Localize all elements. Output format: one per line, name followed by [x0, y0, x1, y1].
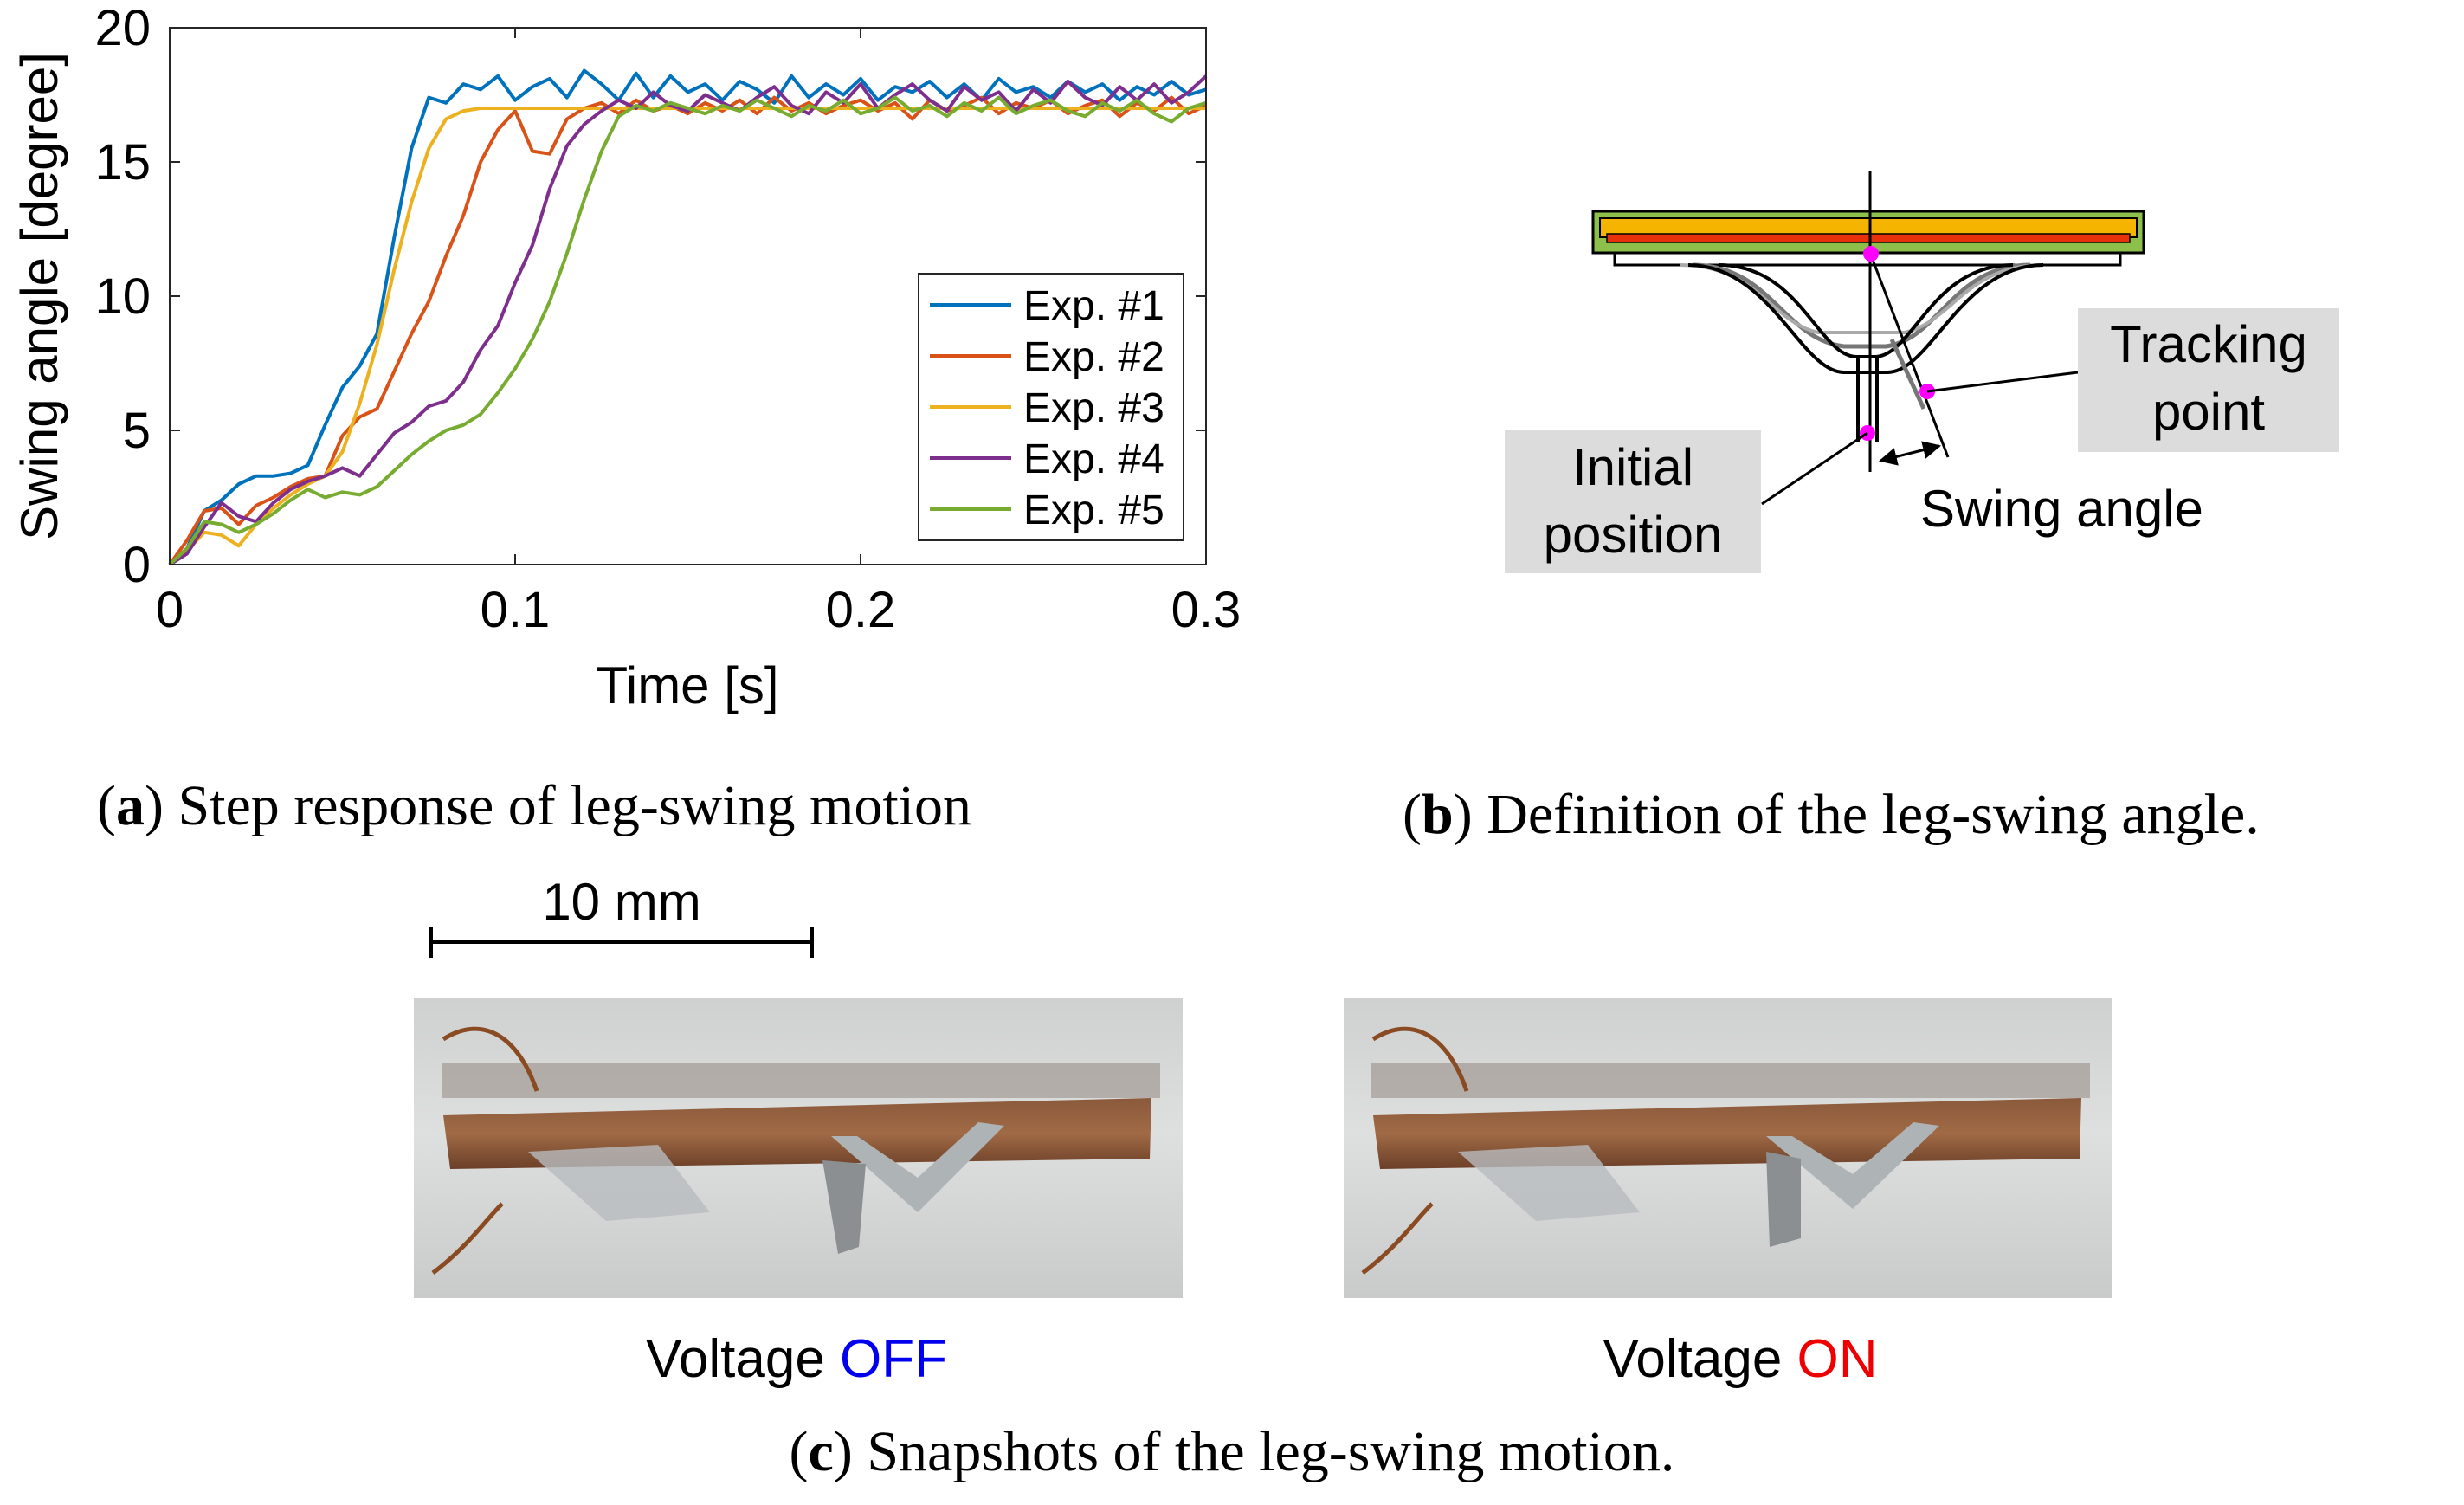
photo-on-left-leg: [1458, 1145, 1640, 1221]
series-line-5: [168, 95, 1207, 566]
x-axis-label: Time [s]: [596, 656, 778, 714]
caption-c-text: Snapshots of the leg-swing motion.: [867, 1420, 1674, 1483]
legend-items: Exp. #1 Exp. #2 Exp. #3 Exp. #4 Exp. #5: [930, 283, 1164, 533]
photo-off-wire-top: [442, 1026, 539, 1092]
caption-a: (a) Step response of leg-swing motion: [97, 774, 971, 837]
y-tick-label: 10: [94, 268, 151, 325]
tracking-point-label: Tracking point: [2110, 315, 2307, 441]
y-tick-label: 20: [94, 0, 151, 56]
legend-label-2: Exp. #2: [1023, 334, 1164, 380]
legend-label-1: Exp. #1: [1023, 283, 1164, 329]
tracking-point-leader: [1926, 371, 2079, 393]
legend-label-5: Exp. #5: [1023, 488, 1164, 533]
photo-on-wire-top: [1371, 1026, 1469, 1092]
caption-b-label: b: [1422, 783, 1454, 846]
caption-a-label: a: [116, 774, 145, 837]
photo-voltage-on: [1344, 998, 2112, 1298]
voltage-on-state: ON: [1797, 1329, 1878, 1389]
initial-position-label: Initial position: [1544, 438, 1723, 564]
x-tick-label: 0.3: [1171, 582, 1242, 638]
leg-curve-initial-outer: [1687, 263, 2044, 374]
legend-label-3: Exp. #3: [1023, 385, 1164, 431]
swung-reference-line: [1868, 252, 1950, 458]
x-tick-label: 0.2: [826, 582, 896, 638]
diagram-panel-b: Tracking point Initial position Swing angl…: [1505, 171, 2339, 573]
photo-on-leg-tip: [1766, 1152, 1801, 1247]
series-line-1: [168, 68, 1207, 566]
x-tick-label: 0.1: [481, 582, 551, 638]
swing-angle-arrow: [1878, 441, 1942, 466]
initial-position-label-box: [1505, 430, 1761, 573]
x-tick-label: 0: [156, 582, 184, 638]
photo-on-wire-bottom: [1361, 1202, 1434, 1275]
tracking-point-label-box: [2078, 308, 2339, 452]
voltage-off-state: OFF: [840, 1329, 947, 1389]
plot-area: [168, 68, 1208, 566]
ip-text-line-1: Initial: [1572, 438, 1693, 496]
scale-bar-label: 10 mm: [542, 873, 700, 931]
photo-off-back-plate: [442, 1063, 1160, 1098]
y-tick-label: 0: [123, 537, 151, 593]
y-tick-label: 5: [123, 403, 151, 459]
y-axis-label: Swing angle [degree]: [10, 52, 68, 540]
photo-off-wire-bottom: [431, 1202, 504, 1275]
photo-on-leg-film: [1766, 1122, 1939, 1209]
legend: Exp. #1 Exp. #2 Exp. #3 Exp. #4 Exp. #5: [918, 273, 1184, 541]
photo-on-back-plate: [1371, 1063, 2090, 1098]
tp-text-line-1: Tracking: [2110, 315, 2307, 373]
y-tick-label: 15: [94, 134, 151, 191]
caption-b: (b) Definition of the leg-swing angle.: [1403, 783, 2260, 846]
series-line-4: [168, 74, 1208, 566]
scale-bar: 10 mm: [429, 873, 814, 958]
electrode-strip: [1606, 233, 2131, 243]
tp-text-line-2: point: [2152, 383, 2265, 441]
caption-c: (c) Snapshots of the leg-swing motion.: [790, 1420, 1675, 1483]
leg-curve-swung: [1692, 262, 2031, 349]
chart-panel-a: 0 0.1 0.2 0.3 0 5 10 15 20 Time [s] Swing angle …: [10, 0, 1241, 714]
ip-text-line-2: position: [1544, 506, 1723, 564]
caption-a-text: Step response of leg-swing motion: [177, 774, 971, 837]
pivot-marker: [1863, 246, 1879, 262]
voltage-on-prefix: Voltage: [1603, 1329, 1782, 1389]
photo-voltage-off: [414, 998, 1183, 1298]
label-voltage-off: Voltage OFF: [646, 1329, 947, 1389]
leg-stem-swung: [1889, 338, 1926, 410]
label-voltage-on: Voltage ON: [1603, 1329, 1877, 1389]
swing-angle-label: Swing angle: [1920, 480, 2203, 538]
initial-position-leader: [1761, 431, 1868, 506]
voltage-off-prefix: Voltage: [646, 1329, 825, 1389]
axis-ticks: 0 0.1 0.2 0.3 0 5 10 15 20: [94, 0, 1241, 638]
leg-curve-initial-inner: [1718, 263, 2014, 358]
photo-off-leg-film: [831, 1122, 1004, 1212]
photo-off-leg-tip: [822, 1160, 866, 1254]
caption-b-text: Definition of the leg-swing angle.: [1487, 783, 2260, 846]
legend-label-4: Exp. #4: [1023, 436, 1164, 482]
photo-off-left-leg: [528, 1145, 710, 1221]
caption-c-label: c: [809, 1420, 834, 1483]
